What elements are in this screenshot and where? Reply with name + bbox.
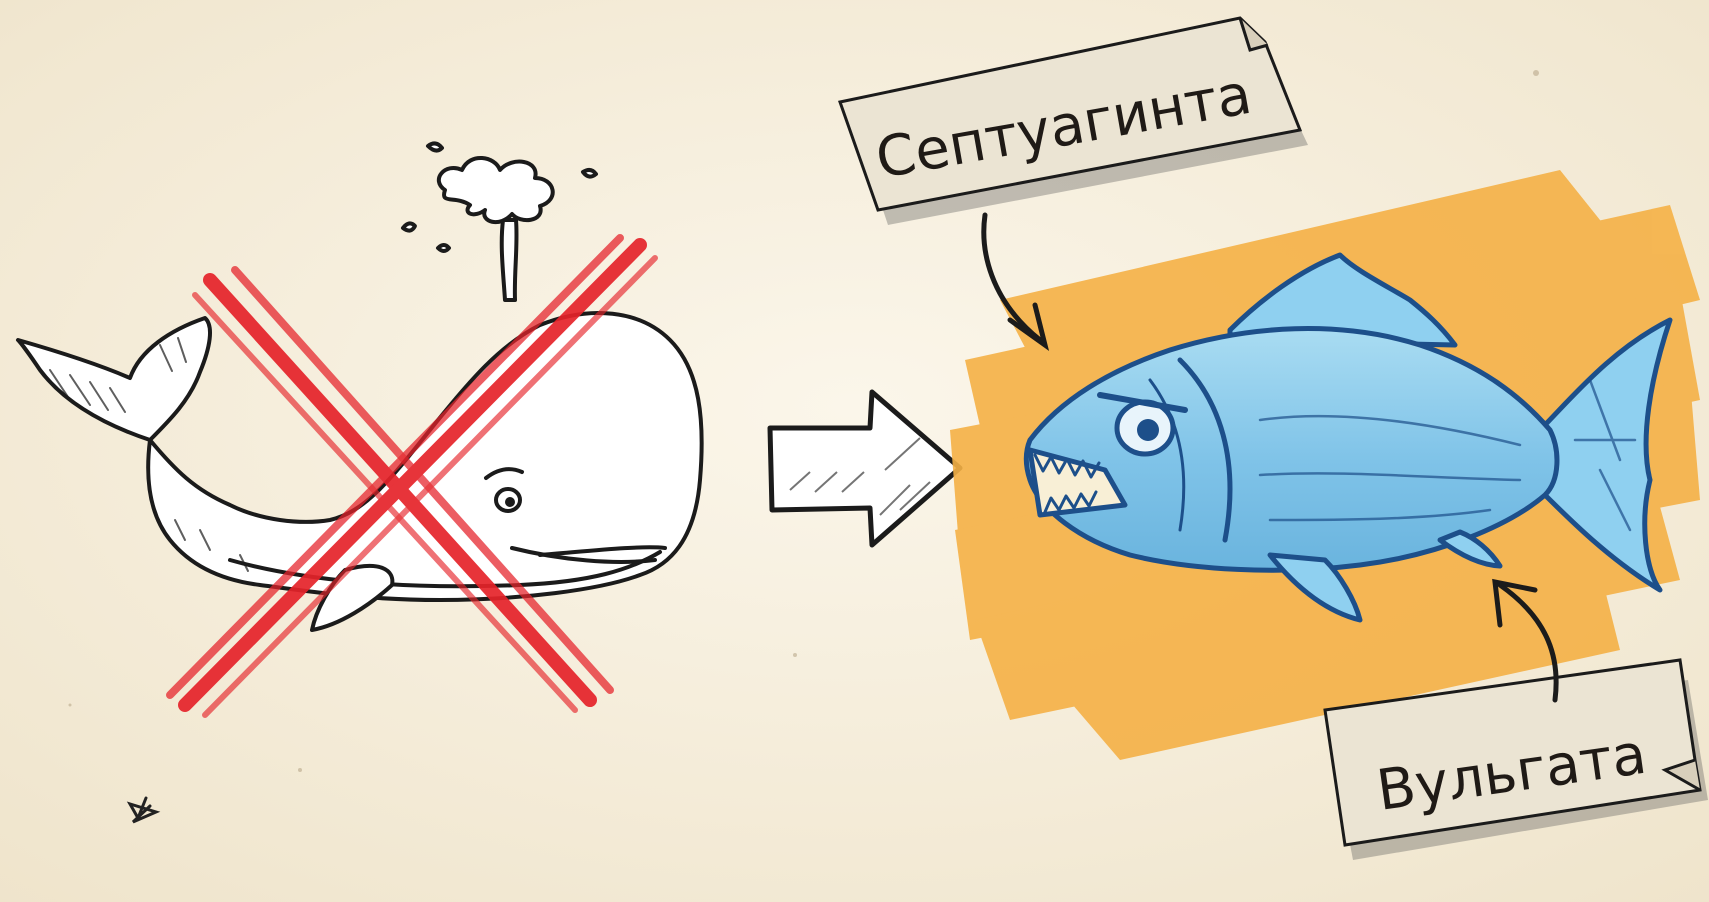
diagram-canvas: Септуагинта Вульгата [0,0,1709,902]
diagram: Септуагинта Вульгата [0,0,1709,902]
